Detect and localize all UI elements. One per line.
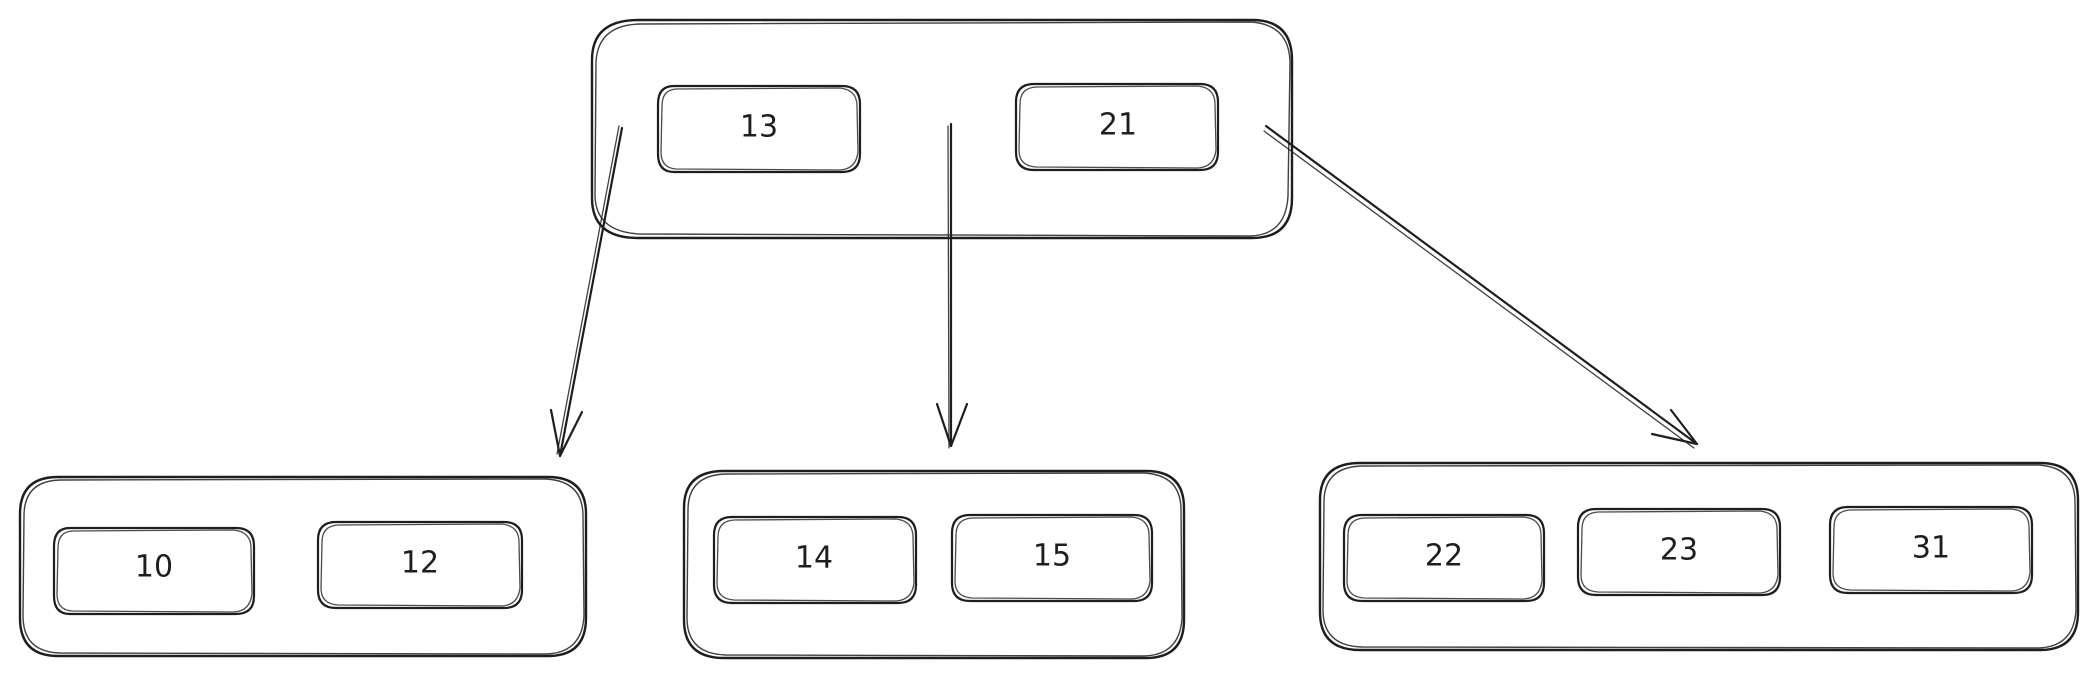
edge-root-to-child-2	[1263, 124, 1699, 449]
child-node-1: 14 15	[682, 469, 1186, 660]
root-key-1-label: 21	[1099, 108, 1137, 143]
child-1-key-0-label: 14	[795, 541, 833, 576]
edge-root-to-child-1	[935, 122, 969, 449]
child-1-key-1: 15	[950, 513, 1154, 603]
edge-root-to-child-0	[549, 125, 624, 458]
child-2-key-2: 31	[1828, 505, 2034, 595]
root-key-0: 13	[656, 84, 862, 174]
child-2-key-1: 23	[1576, 507, 1782, 597]
child-2-key-1-label: 23	[1660, 533, 1698, 568]
child-0-key-1: 12	[316, 520, 524, 610]
child-0-key-0-label: 10	[135, 550, 173, 585]
child-1-key-1-label: 15	[1033, 539, 1071, 574]
child-2-key-0-label: 22	[1425, 539, 1463, 574]
child-0-key-1-label: 12	[401, 546, 439, 581]
child-node-0: 10 12	[18, 475, 588, 658]
child-0-key-0: 10	[52, 526, 256, 616]
root-key-0-label: 13	[740, 110, 778, 145]
child-2-key-0: 22	[1342, 513, 1546, 603]
root-node: 13 21	[590, 18, 1294, 240]
child-node-2: 22 23 31	[1318, 461, 2080, 652]
root-key-1: 21	[1014, 82, 1220, 172]
child-2-key-2-label: 31	[1912, 531, 1950, 566]
child-1-key-0: 14	[712, 515, 918, 605]
